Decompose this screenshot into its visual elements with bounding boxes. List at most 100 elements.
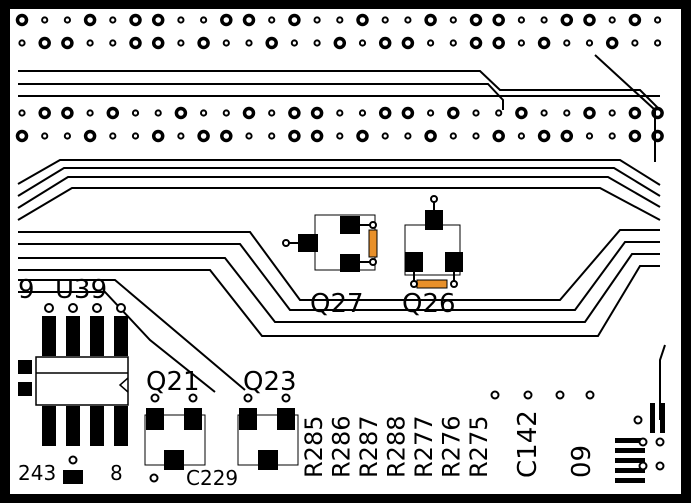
via [608,16,616,24]
via [86,39,94,47]
q23-via-b [281,393,291,403]
label-q26: Q26 [402,289,456,319]
via [222,109,230,117]
u39-pin-top-2 [66,316,80,356]
via [151,36,165,50]
via [333,36,347,50]
label-resistor: R276 [438,416,466,478]
via [449,39,457,47]
q27-via-a [369,221,377,229]
connector-post-2 [660,403,665,433]
trace-low-3 [18,253,660,323]
label-resistor: R286 [328,416,356,478]
q27-pad-1 [298,234,318,252]
q26-pad-1 [425,210,443,230]
via [537,36,551,50]
via [290,39,298,47]
q27-via-b [369,258,377,266]
via [381,132,389,140]
via [424,129,437,143]
via [41,132,49,140]
via [109,132,117,140]
q26-footprint[interactable] [404,195,463,289]
via [492,129,505,143]
via [220,129,233,143]
label-pin-9: 9 [18,275,35,305]
via [200,109,208,117]
via [472,109,480,117]
q26-pad-2 [405,252,423,272]
via [18,109,26,117]
u39-pin-bot-4 [114,406,128,446]
via [177,39,185,47]
via-lower-1 [523,390,533,400]
via [540,16,548,24]
label-q27: Q27 [310,289,364,319]
via [560,13,574,27]
via [492,13,505,27]
u39-pin-top-1 [42,316,56,356]
via [268,109,276,117]
via [449,16,457,24]
via-lower-2 [555,390,565,400]
via [242,106,256,120]
label-q23: Q23 [243,367,297,397]
q21-pad-1 [146,408,164,430]
via [131,132,140,140]
via [356,13,369,27]
trace-mid-1 [17,159,661,186]
via [220,13,233,27]
via [86,109,94,117]
q21-via-a [150,393,160,403]
u39-footprint[interactable] [18,303,129,446]
via [515,106,528,120]
via [109,16,117,24]
q23-footprint[interactable] [237,393,299,471]
u39-pin-bot-2 [66,406,80,446]
connector-bar-4 [615,468,645,473]
via [41,16,49,24]
via [424,13,437,27]
via [61,106,74,120]
via [313,39,321,47]
trace-low-2 [18,241,660,311]
q27-footprint[interactable] [282,214,378,272]
via [469,13,483,27]
via-lower-5 [149,473,159,483]
connector-bar-1 [615,438,645,443]
via [495,109,503,117]
via [517,39,526,47]
via [63,16,72,24]
via [106,106,120,120]
via [585,132,594,140]
q21-footprint[interactable] [144,393,206,471]
q26-via [430,195,438,203]
label-resistor: R288 [383,416,411,478]
q23-pad-1 [239,408,257,430]
via [449,132,457,140]
trace-bundle [17,54,666,420]
label-c142: C142 [513,410,543,478]
u39-pin-top-3 [90,316,104,356]
via [404,16,412,24]
via [378,36,392,50]
trace-mid-2 [17,167,661,197]
trace-mid-3 [17,176,661,209]
label-resistor: R285 [300,416,328,478]
via [242,13,256,27]
via-lower-4 [490,390,500,400]
q21-pad-3 [164,450,184,470]
label-243: 243 [18,461,56,485]
via [177,132,185,140]
via [605,36,619,50]
via [129,36,142,50]
via-field [15,13,664,143]
trace-top-3 [594,54,656,162]
via [628,13,642,27]
via [15,13,29,27]
trace-low-4 [18,265,660,337]
via [560,129,574,143]
via [492,36,505,50]
q21-pad-2 [184,408,202,430]
